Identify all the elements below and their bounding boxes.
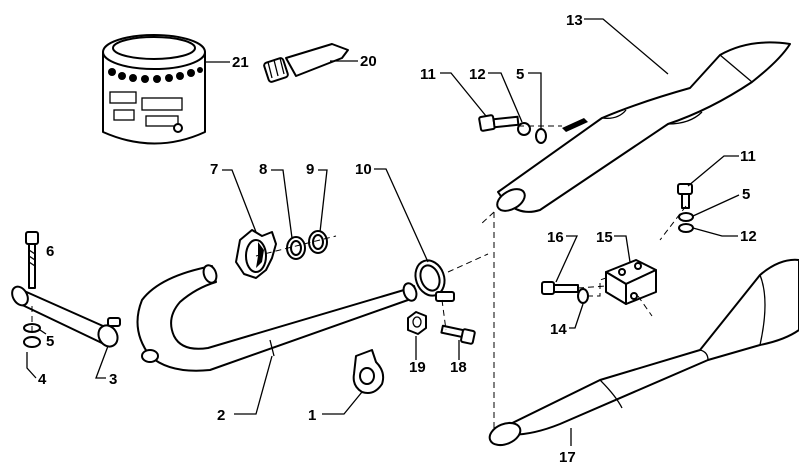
part-11-bolt-upper[interactable] — [478, 114, 520, 132]
part-18-clamp-bolt[interactable] — [440, 324, 476, 345]
callout-7: 7 — [210, 161, 218, 178]
callout-5a: 5 — [46, 333, 54, 350]
callout-11a: 11 — [420, 66, 436, 83]
part-19-nut[interactable] — [407, 311, 427, 335]
callout-16: 16 — [547, 229, 564, 246]
callout-13: 13 — [566, 12, 583, 29]
callout-12a: 12 — [469, 66, 486, 83]
part-3-mounting-tube[interactable] — [9, 284, 121, 350]
callout-10: 10 — [355, 161, 372, 178]
callout-11b: 11 — [740, 148, 756, 165]
callout-12b: 12 — [740, 228, 757, 245]
callout-3: 3 — [109, 371, 117, 388]
callout-5b: 5 — [742, 186, 750, 203]
part-7-serrated-ring[interactable] — [235, 229, 277, 279]
part-17-silencer-lower[interactable] — [486, 258, 799, 449]
part-11-bolt-right[interactable] — [677, 183, 693, 209]
callout-15: 15 — [596, 229, 613, 246]
callout-1: 1 — [308, 407, 316, 424]
part-21-sealant-tin[interactable] — [102, 34, 206, 145]
callout-8: 8 — [259, 161, 267, 178]
part-4-nut[interactable] — [23, 336, 41, 348]
part-12-washer-right[interactable] — [678, 223, 694, 233]
callout-18: 18 — [450, 359, 467, 376]
part-5-washer-upper[interactable] — [535, 128, 547, 144]
callout-14: 14 — [550, 321, 567, 338]
callout-9: 9 — [306, 161, 314, 178]
callout-2: 2 — [217, 407, 225, 424]
callout-20: 20 — [360, 53, 377, 70]
callout-17: 17 — [559, 449, 576, 466]
callout-6: 6 — [46, 243, 54, 260]
part-14-washer[interactable] — [577, 288, 589, 304]
part-5-washer-right[interactable] — [678, 212, 694, 222]
part-20-paste-tube[interactable] — [263, 43, 349, 83]
callout-19: 19 — [409, 359, 426, 376]
part-13-silencer-upper[interactable] — [494, 41, 791, 215]
part-12-washer-upper[interactable] — [517, 122, 531, 136]
callout-21: 21 — [232, 54, 249, 71]
callout-5c: 5 — [516, 66, 524, 83]
part-2-exhaust-pipe[interactable] — [136, 263, 419, 372]
part-1-clip[interactable] — [352, 349, 385, 394]
callout-4: 4 — [38, 371, 47, 388]
part-6-stud[interactable] — [25, 231, 39, 289]
part-15-bracket[interactable] — [605, 259, 657, 305]
part-16-bolt-bracket[interactable] — [541, 281, 579, 295]
part-10-clamp[interactable] — [411, 256, 455, 302]
